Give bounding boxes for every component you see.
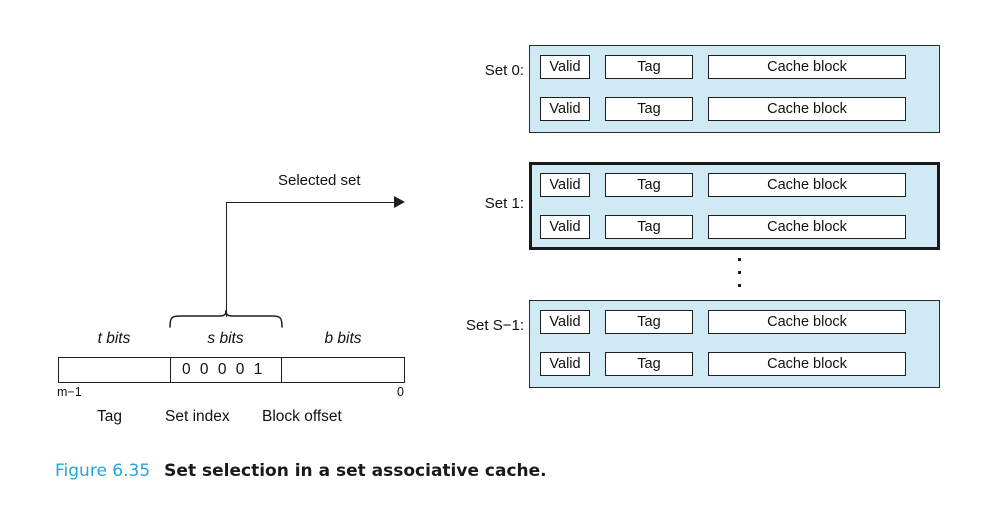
tag-bits-label: t bits	[58, 330, 170, 348]
tag-bits-label-text: t bits	[97, 330, 131, 347]
tag-part-label: Tag	[97, 408, 122, 426]
block-offset-part-label: Block offset	[262, 408, 342, 426]
set-label-1: Set 1:	[416, 195, 524, 212]
cache-line-row: Valid Tag Cache block	[540, 173, 937, 197]
pointer-vertical-line	[226, 202, 227, 317]
cache-line-row: Valid Tag Cache block	[540, 215, 937, 239]
cache-set-panel-1-selected: Valid Tag Cache block Valid Tag Cache bl…	[529, 162, 940, 250]
set-label-s-minus-1: Set S−1:	[396, 317, 524, 334]
set-index-bits-value: 0 0 0 0 1	[182, 361, 265, 379]
cache-block-cell: Cache block	[708, 173, 906, 197]
cache-line-row: Valid Tag Cache block	[540, 55, 939, 79]
valid-cell: Valid	[540, 97, 590, 121]
address-divider-set-block	[281, 357, 282, 383]
tag-part-label-text: Tag	[97, 408, 122, 425]
set-label-s-minus-1-text: Set S−1:	[466, 317, 524, 334]
vertical-ellipsis-icon	[736, 258, 742, 297]
valid-cell: Valid	[540, 55, 590, 79]
set-bits-label-text: s bits	[207, 330, 244, 347]
pointer-horizontal-line	[226, 202, 396, 203]
pointer-arrowhead-icon	[394, 196, 405, 208]
tag-cell: Tag	[605, 215, 693, 239]
figure-number-label: Figure 6.35	[55, 461, 151, 481]
set-label-0-text: Set 0:	[484, 62, 524, 79]
valid-cell: Valid	[540, 215, 590, 239]
valid-cell: Valid	[540, 173, 590, 197]
block-offset-part-label-text: Block offset	[262, 408, 342, 425]
address-msb-label-text: m−1	[57, 385, 82, 399]
set-index-part-label: Set index	[165, 408, 230, 426]
set-bits-label: s bits	[170, 330, 281, 348]
tag-cell: Tag	[605, 352, 693, 376]
selected-set-label-text: Selected set	[278, 172, 361, 189]
set-label-0: Set 0:	[416, 62, 524, 79]
cache-line-row: Valid Tag Cache block	[540, 352, 939, 376]
cache-block-cell: Cache block	[708, 215, 906, 239]
address-bit-field-bar	[58, 357, 405, 383]
block-bits-label: b bits	[281, 330, 405, 348]
address-lsb-label: 0	[397, 385, 404, 399]
set-index-brace-icon	[169, 310, 283, 328]
figure-caption-text: Set selection in a set associative cache…	[164, 461, 547, 481]
set-index-part-label-text: Set index	[165, 408, 230, 425]
cache-block-cell: Cache block	[708, 55, 906, 79]
set-index-bits-text: 0 0 0 0 1	[182, 361, 265, 378]
tag-cell: Tag	[605, 97, 693, 121]
address-lsb-label-text: 0	[397, 385, 404, 399]
cache-block-cell: Cache block	[708, 310, 906, 334]
cache-line-row: Valid Tag Cache block	[540, 310, 939, 334]
address-msb-label: m−1	[57, 385, 82, 399]
block-bits-label-text: b bits	[324, 330, 362, 347]
valid-cell: Valid	[540, 352, 590, 376]
cache-block-cell: Cache block	[708, 352, 906, 376]
figure-caption: Figure 6.35 Set selection in a set associ…	[55, 461, 547, 481]
cache-block-cell: Cache block	[708, 97, 906, 121]
cache-line-row: Valid Tag Cache block	[540, 97, 939, 121]
tag-cell: Tag	[605, 310, 693, 334]
tag-cell: Tag	[605, 55, 693, 79]
address-divider-tag-set	[170, 357, 171, 383]
valid-cell: Valid	[540, 310, 590, 334]
selected-set-label: Selected set	[278, 172, 361, 189]
set-label-1-text: Set 1:	[484, 195, 524, 212]
cache-set-panel-0: Valid Tag Cache block Valid Tag Cache bl…	[529, 45, 940, 133]
tag-cell: Tag	[605, 173, 693, 197]
cache-set-panel-s-minus-1: Valid Tag Cache block Valid Tag Cache bl…	[529, 300, 940, 388]
